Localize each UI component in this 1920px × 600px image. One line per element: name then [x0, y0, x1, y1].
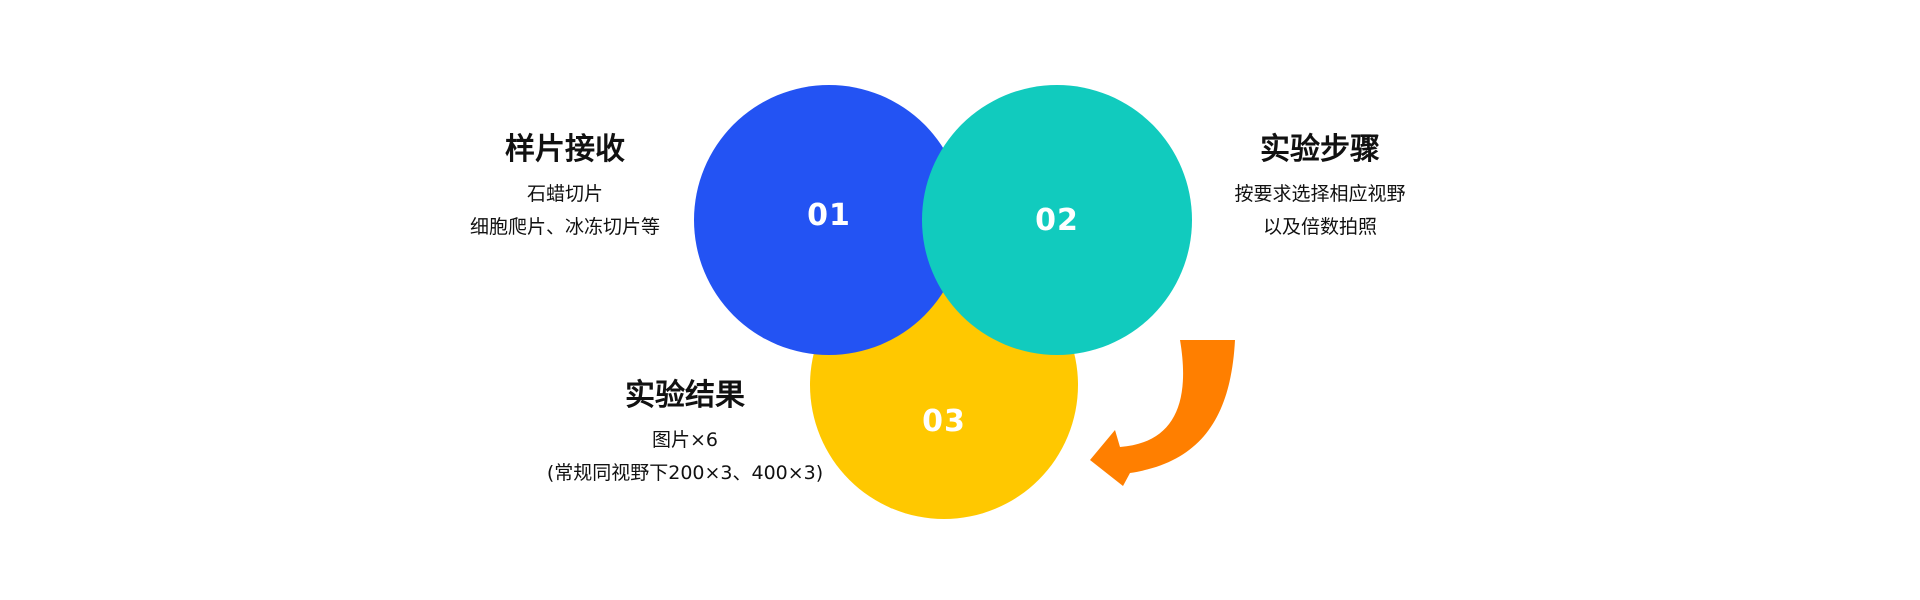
step-1-circle: 01: [694, 85, 964, 355]
step-3-description: 实验结果 图片×6 (常规同视野下200×3、400×3): [535, 378, 835, 490]
step-1-title: 样片接收: [505, 132, 625, 167]
step-2-description: 实验步骤 按要求选择相应视野 以及倍数拍照: [1200, 132, 1440, 244]
curved-arrow-icon: [1090, 340, 1235, 486]
step-1-description: 样片接收 石蜡切片 细胞爬片、冰冻切片等: [440, 132, 690, 244]
step-3-line-2: (常规同视野下200×3、400×3): [546, 462, 824, 484]
step-2-line-1: 按要求选择相应视野: [1234, 183, 1406, 205]
step-3-number: 03: [922, 403, 966, 439]
step-2-circle: 02: [922, 85, 1192, 355]
step-3-line-1: 图片×6: [651, 429, 718, 451]
step-3-title: 实验结果: [625, 378, 745, 413]
step-2-title: 实验步骤: [1260, 132, 1380, 167]
step-1-line-2: 细胞爬片、冰冻切片等: [469, 216, 660, 238]
step-1-line-1: 石蜡切片: [526, 183, 603, 205]
step-2-line-2: 以及倍数拍照: [1262, 216, 1377, 238]
step-1-number: 01: [807, 197, 851, 233]
curved-arrow-shape: [1090, 340, 1235, 486]
step-2-number: 02: [1035, 202, 1079, 238]
